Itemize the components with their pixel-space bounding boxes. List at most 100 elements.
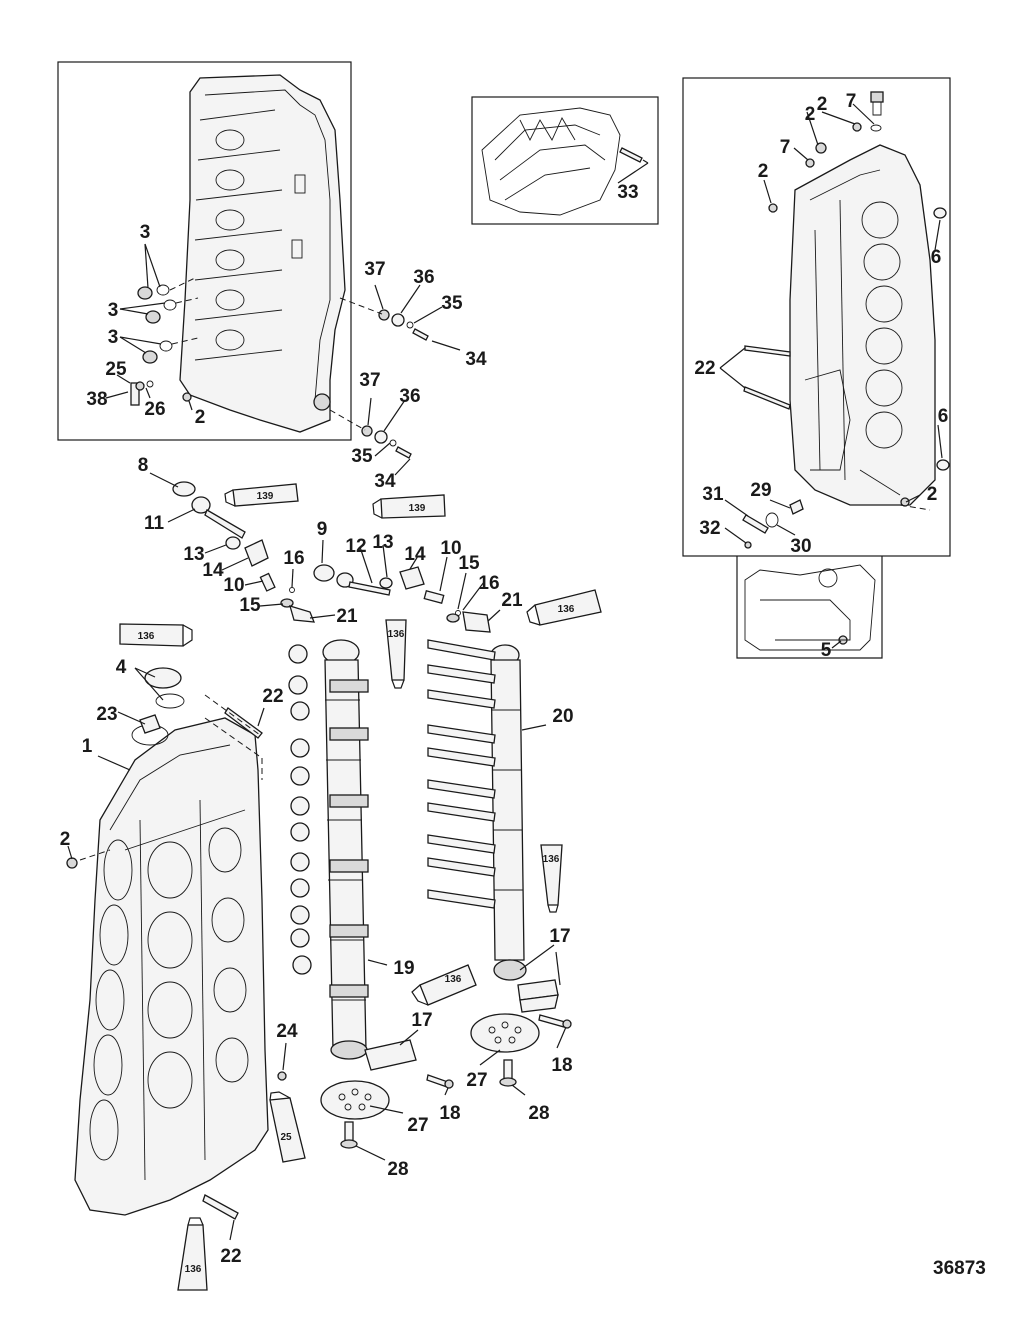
lower-right-detail xyxy=(744,564,876,651)
callout-17: 17 xyxy=(411,1010,432,1031)
sealant-tube-136-right: 136 xyxy=(540,844,563,913)
callout-18: 18 xyxy=(551,1055,572,1076)
callout-6: 6 xyxy=(938,406,949,427)
callout-16: 16 xyxy=(283,548,304,569)
tube-label-25: 25 xyxy=(280,1132,292,1143)
fastener-stack-lower xyxy=(329,409,412,459)
fastener-stack-upper xyxy=(339,297,429,341)
tube-label-136-lower: 136 xyxy=(445,974,462,985)
callout-1: 1 xyxy=(82,736,93,757)
callout-14: 14 xyxy=(404,544,426,565)
callout-31: 31 xyxy=(702,484,724,505)
callout-labels: 3 3 3 25 38 26 2 37 36 35 34 37 36 35 34… xyxy=(60,91,949,1267)
plug-2-left-inset xyxy=(182,392,192,402)
sprocket-27-left xyxy=(320,1080,390,1120)
tube-label-136-right: 136 xyxy=(543,854,560,865)
tube-label-139-center: 139 xyxy=(409,503,426,514)
callout-5: 5 xyxy=(821,640,832,661)
main-cylinder-head xyxy=(74,717,269,1216)
callout-21: 21 xyxy=(501,590,523,611)
callout-2: 2 xyxy=(805,104,816,125)
callout-14: 14 xyxy=(202,560,224,581)
callout-13: 13 xyxy=(183,544,204,565)
callout-24: 24 xyxy=(276,1021,298,1042)
camshaft-19 xyxy=(322,639,368,1060)
main-head-small-parts xyxy=(66,667,287,1220)
callout-34: 34 xyxy=(374,471,396,492)
camshaft-20 xyxy=(490,644,527,981)
callout-8: 8 xyxy=(138,455,149,476)
sealant-tube-139-left: 139 xyxy=(224,483,299,507)
callout-2: 2 xyxy=(817,94,828,115)
callout-36: 36 xyxy=(413,267,434,288)
callout-6: 6 xyxy=(931,247,942,268)
callout-26: 26 xyxy=(144,399,165,420)
sealant-tube-136-lower: 136 xyxy=(411,964,477,1006)
callout-17: 17 xyxy=(549,926,570,947)
bolts-22-right-inset xyxy=(743,345,791,410)
fitting-25-26-38 xyxy=(130,380,154,406)
callout-20: 20 xyxy=(552,706,573,727)
callout-36: 36 xyxy=(399,386,420,407)
callout-28: 28 xyxy=(387,1159,408,1180)
sealant-tube-136-bottom: 136 xyxy=(177,1217,208,1291)
callout-22: 22 xyxy=(694,358,715,379)
inset-box-right xyxy=(682,77,951,557)
callout-13: 13 xyxy=(372,532,393,553)
callout-35: 35 xyxy=(351,446,373,467)
callout-11: 11 xyxy=(144,513,165,534)
callout-3: 3 xyxy=(108,300,119,321)
engine-block-sketch xyxy=(481,107,649,216)
sealant-tube-136-left: 136 xyxy=(119,623,193,647)
sealant-tube-136-mid: 136 xyxy=(385,619,407,689)
cam-cap-17-right xyxy=(517,979,559,1013)
callout-10: 10 xyxy=(223,575,244,596)
valves-right xyxy=(427,639,496,909)
callout-15: 15 xyxy=(458,553,480,574)
callout-30: 30 xyxy=(790,536,811,557)
tube-label-136-upper-right: 136 xyxy=(558,604,575,615)
valve-parts-group-1 xyxy=(172,481,316,623)
callout-37: 37 xyxy=(364,259,385,280)
tube-label-136-mid: 136 xyxy=(388,629,405,640)
callout-35: 35 xyxy=(441,293,463,314)
callout-22: 22 xyxy=(262,686,283,707)
callout-7: 7 xyxy=(780,137,791,158)
callout-4: 4 xyxy=(116,657,127,678)
callout-15: 15 xyxy=(239,595,261,616)
sealant-tube-136-upper-right: 136 xyxy=(526,589,602,626)
callout-32: 32 xyxy=(699,518,720,539)
leader-lines xyxy=(67,103,943,1241)
bolt-18-left xyxy=(426,1074,454,1089)
callout-33: 33 xyxy=(617,182,638,203)
figure-number: 36873 xyxy=(933,1258,986,1279)
cam-lifters-left xyxy=(288,644,312,975)
callout-3: 3 xyxy=(108,327,119,348)
cylinder-head-front-view xyxy=(789,144,936,506)
callout-23: 23 xyxy=(96,704,117,725)
plug-3-group xyxy=(137,277,199,364)
callout-2: 2 xyxy=(927,484,938,505)
callout-38: 38 xyxy=(86,389,107,410)
cylinder-head-rear-view xyxy=(179,74,346,433)
callout-25: 25 xyxy=(105,359,127,380)
callout-27: 27 xyxy=(466,1070,487,1091)
callout-12: 12 xyxy=(345,536,366,557)
right-inset-fittings xyxy=(742,91,950,645)
dashed-guide-bracket xyxy=(204,694,263,780)
callout-9: 9 xyxy=(317,519,328,540)
valve-parts-group-2 xyxy=(313,564,491,633)
inset-box-lower-right xyxy=(736,556,883,659)
callout-2: 2 xyxy=(60,829,71,850)
bolt-18-right xyxy=(538,1014,572,1029)
sealant-tube-25: 25 xyxy=(269,1091,306,1163)
inset-box-left xyxy=(57,61,352,441)
bolt-28-right xyxy=(499,1059,517,1087)
callout-2: 2 xyxy=(758,161,769,182)
tube-label-136-bottom: 136 xyxy=(185,1264,202,1275)
tube-label-136-left: 136 xyxy=(138,631,155,642)
sealant-tube-139-center: 139 xyxy=(372,494,446,519)
tube-label-139-left: 139 xyxy=(257,491,274,502)
callout-22: 22 xyxy=(220,1246,241,1267)
camshaft-19-caps xyxy=(329,679,369,998)
